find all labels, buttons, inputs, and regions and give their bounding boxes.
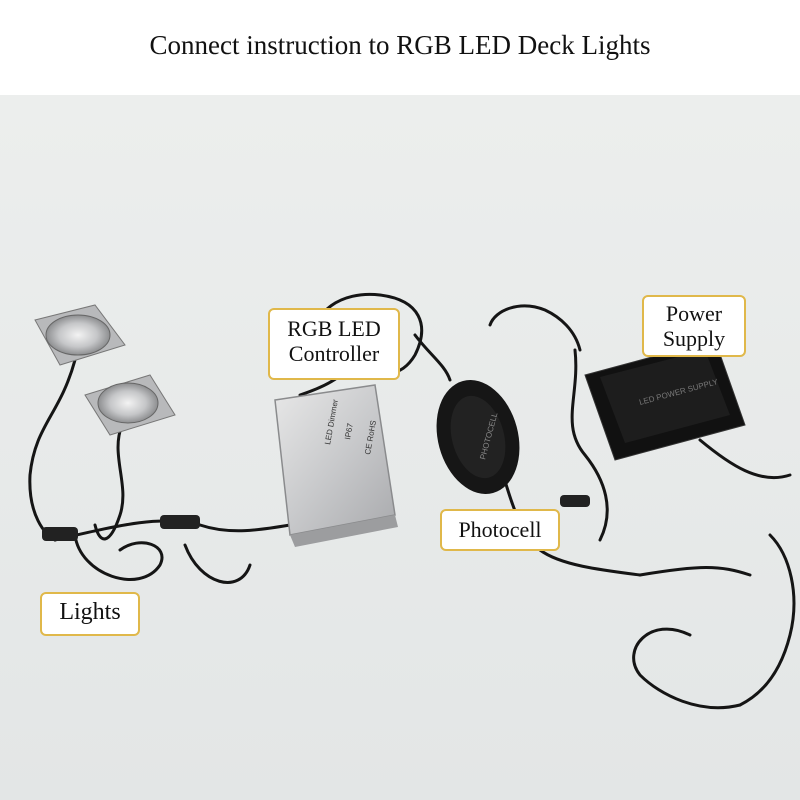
connector-3 [560,495,590,507]
callout-controller-line2: Controller [288,341,380,366]
callout-photocell: Photocell [440,509,560,551]
callout-photocell-text: Photocell [458,517,542,542]
callout-power-line1: Power [665,301,723,326]
photocell-unit: PHOTOCELL [436,380,520,494]
callout-lights: Lights [40,592,140,636]
connector-2 [160,515,200,529]
page-title: Connect instruction to RGB LED Deck Ligh… [149,30,651,60]
background-wall [0,95,800,800]
callout-controller-line1: RGB LED [287,316,381,341]
deck-light-2 [84,374,176,436]
rgb-led-controller-box: LED Dimmer IP67 CE RoHS [274,384,398,547]
controller-rating: IP67 [343,422,355,440]
callout-rgb-led-controller: RGB LED Controller [268,308,400,380]
connector-1 [42,527,78,541]
callout-lights-text: Lights [59,599,121,625]
deck-light-1 [34,304,126,366]
light-cable-2 [93,423,125,541]
product-photo: LED Dimmer IP67 CE RoHS PHOTOCELL LED PO… [0,95,800,800]
power-supply-unit: LED POWER SUPPLY [584,339,746,461]
callout-power-supply: Power Supply [642,295,746,357]
callout-power-line2: Supply [662,326,726,351]
